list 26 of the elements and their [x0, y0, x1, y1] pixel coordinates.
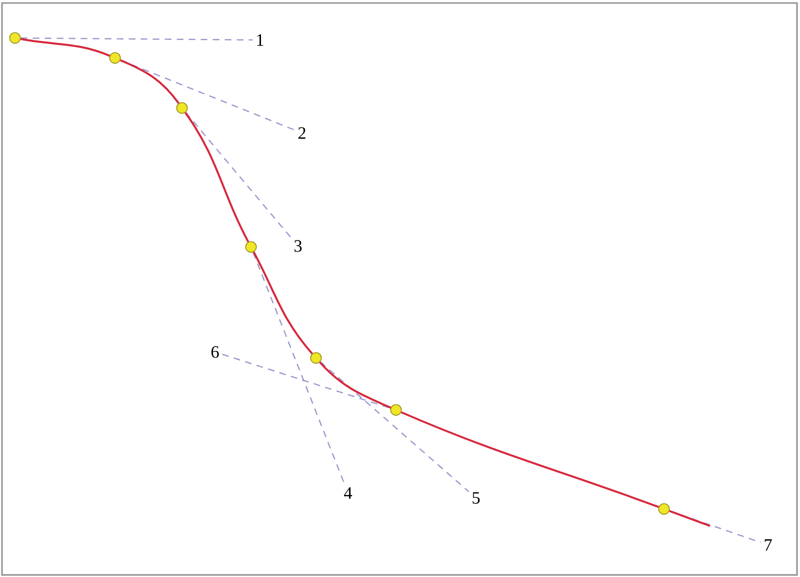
- tangent-line: [252, 252, 346, 485]
- curve-segment: [669, 510, 710, 527]
- data-point: [109, 52, 121, 64]
- tangent-line: [320, 361, 470, 492]
- tangent-number: 1: [257, 34, 264, 46]
- tangent-number: 4: [344, 487, 352, 499]
- tangent-line: [222, 354, 391, 409]
- curve-segment: [400, 411, 659, 508]
- data-point: [9, 32, 21, 44]
- data-point: [390, 404, 402, 416]
- data-point: [176, 102, 188, 114]
- data-point: [310, 352, 322, 364]
- curve-segment: [319, 362, 392, 409]
- tangent-line: [185, 112, 292, 238]
- curve-segment: [252, 252, 313, 354]
- curve-segment: [20, 38, 110, 57]
- tangent-number: 2: [298, 127, 306, 139]
- tangent-number: 6: [211, 346, 219, 358]
- tangent-number: 7: [764, 539, 772, 551]
- data-point: [245, 241, 257, 253]
- curve-segment: [184, 112, 250, 242]
- data-point: [658, 503, 670, 515]
- tangent-number: 3: [294, 240, 302, 252]
- tangent-line: [20, 37, 253, 41]
- curve-segment: [120, 59, 180, 104]
- tangent-number: 5: [472, 492, 480, 504]
